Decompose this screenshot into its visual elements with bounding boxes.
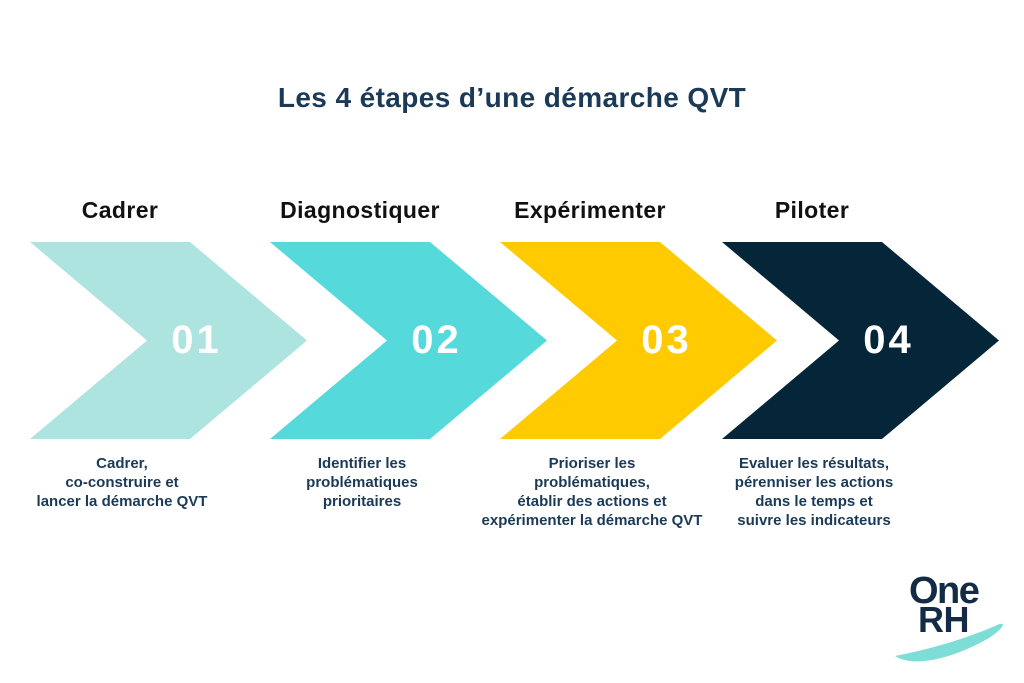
- step-1-number: 01: [171, 318, 222, 362]
- step-4-heading: Piloter: [774, 197, 850, 223]
- chevron-3-shape: [500, 242, 777, 439]
- chevron-2-shape: [270, 242, 547, 439]
- logo-text-rh: RH: [918, 599, 970, 640]
- chevron-4-arrow-icon: [722, 242, 999, 439]
- onerh-logo: One RH: [893, 572, 1015, 672]
- step-2-number: 02: [411, 318, 462, 362]
- step-4: Piloter 04 Evaluer les résultats, pérenn…: [722, 196, 1012, 566]
- step-2-description: Identifier les problématiques prioritair…: [306, 455, 418, 510]
- step-4-description: Evaluer les résultats, pérenniser les ac…: [734, 455, 894, 529]
- step-3-description: Prioriser les problématiques, établir de…: [481, 455, 703, 529]
- chevron-1-arrow-icon: [30, 242, 307, 439]
- step-1-description: Cadrer, co-construire et lancer la démar…: [36, 455, 208, 510]
- chevron-1-shape: [30, 242, 307, 439]
- step-4-number: 04: [863, 318, 914, 362]
- chevron-2-arrow-icon: [270, 242, 547, 439]
- logo-text-one: One: [909, 570, 980, 612]
- step-1: Cadrer 01 Cadrer, co-construire et lance…: [30, 196, 320, 566]
- chevron-3-arrow-icon: [500, 242, 777, 439]
- step-3-heading: Expérimenter: [514, 197, 666, 223]
- chevron-4-shape: [722, 242, 999, 439]
- step-3: Expérimenter 03 Prioriser les problémati…: [482, 196, 790, 566]
- step-2: Diagnostiquer 02 Identifier les probléma…: [270, 196, 560, 566]
- step-2-heading: Diagnostiquer: [280, 197, 440, 223]
- step-3-number: 03: [641, 318, 692, 362]
- step-1-heading: Cadrer: [81, 197, 159, 223]
- page-title: Les 4 étapes d’une démarche QVT: [277, 82, 747, 113]
- logo-swoosh-icon: [895, 623, 1003, 662]
